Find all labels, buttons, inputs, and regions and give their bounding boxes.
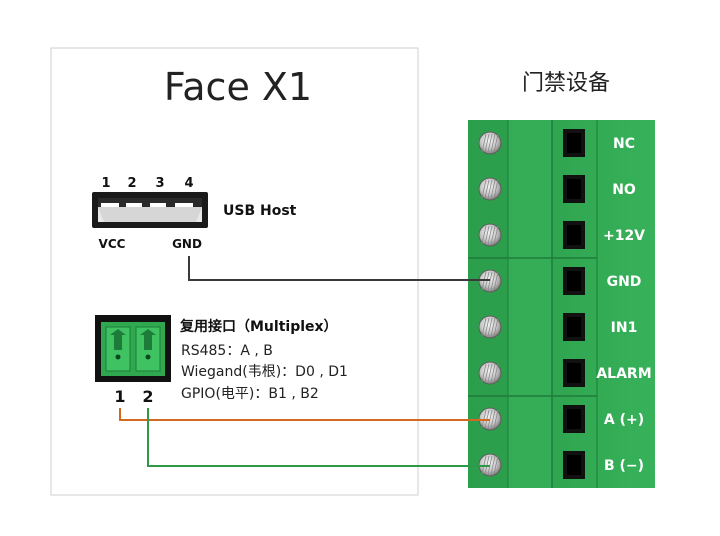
usb-gnd-label: GND xyxy=(172,237,202,251)
multiplex-line-rs485: RS485：A , B xyxy=(181,343,273,359)
terminal-screw-icon xyxy=(478,131,502,155)
terminal-block xyxy=(468,120,655,488)
usb-pin-2: 2 xyxy=(127,176,136,191)
usb-pin-3: 3 xyxy=(155,176,164,191)
wire-b xyxy=(147,408,490,467)
terminal-label: NO xyxy=(612,182,636,198)
multiplex-pin-1: 1 xyxy=(114,387,125,406)
usb-pin-numbers: 1 2 3 4 xyxy=(101,176,193,191)
terminal-label: IN1 xyxy=(611,320,638,336)
terminal-label: A (+) xyxy=(604,412,644,428)
terminal-slot xyxy=(563,221,585,249)
terminal-slot xyxy=(563,313,585,341)
multiplex-line-wiegand: Wiegand(韦根)：D0 , D1 xyxy=(181,364,348,380)
terminal-slot xyxy=(563,129,585,157)
usb-pin-1: 1 xyxy=(101,176,110,191)
terminal-slot xyxy=(563,359,585,387)
device-title: Face X1 xyxy=(164,65,312,109)
device-panel xyxy=(50,47,419,496)
usb-host-label: USB Host xyxy=(223,203,297,219)
terminal-screw-icon xyxy=(478,177,502,201)
terminal-slot xyxy=(563,405,585,433)
usb-vcc-label: VCC xyxy=(99,237,126,251)
terminal-screw-icon xyxy=(478,361,502,385)
usb-pin-4: 4 xyxy=(184,176,193,191)
multiplex-connector-icon xyxy=(95,315,171,382)
terminal-slot xyxy=(563,267,585,295)
terminal-slot xyxy=(563,175,585,203)
terminal-label: B (−) xyxy=(604,458,644,474)
terminal-label: +12V xyxy=(603,228,645,244)
multiplex-pin-2: 2 xyxy=(142,387,153,406)
access-control-title: 门禁设备 xyxy=(522,71,610,96)
terminal-slot xyxy=(563,451,585,479)
terminal-screw-icon xyxy=(478,315,502,339)
terminal-label: NC xyxy=(613,136,635,152)
terminal-label: GND xyxy=(607,274,642,290)
multiplex-line-gpio: GPIO(电平)：B1 , B2 xyxy=(181,386,319,402)
terminal-screw-icon xyxy=(478,223,502,247)
multiplex-title: 复用接口（Multiplex） xyxy=(179,318,338,335)
gnd-wire xyxy=(188,256,490,281)
wire-a xyxy=(119,408,490,421)
usb-port-icon xyxy=(92,192,208,228)
terminal-label: ALARM xyxy=(596,366,651,382)
